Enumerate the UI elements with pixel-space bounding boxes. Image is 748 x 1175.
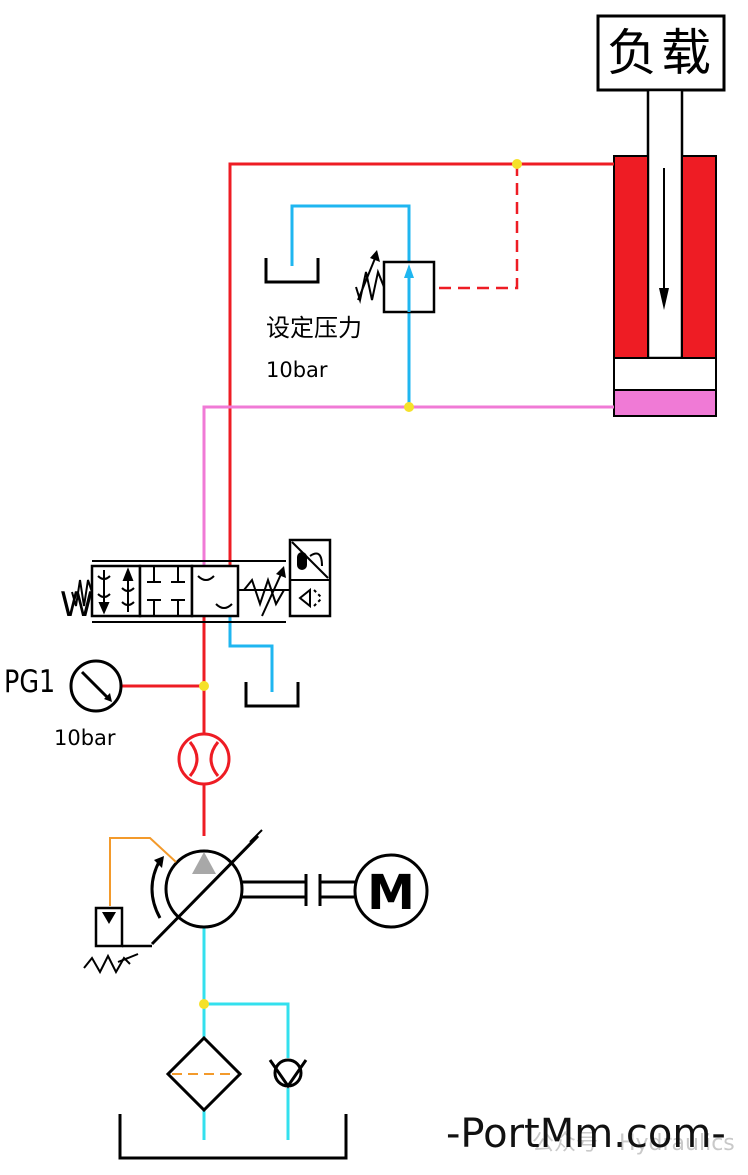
dcv-envelope-left <box>90 564 142 618</box>
relief-pressure-value: 10bar <box>266 358 328 382</box>
dcv-envelope-right <box>190 564 240 618</box>
motor-label: M <box>367 865 415 921</box>
filter <box>165 1035 243 1113</box>
flow-meter <box>177 732 231 786</box>
cylinder-wall-left <box>613 155 649 359</box>
motion-arrow-head <box>659 288 669 310</box>
suction-lines <box>202 928 290 1140</box>
relief-adjust-arrow <box>357 255 377 301</box>
junction-dot <box>404 402 414 412</box>
gauge-tag: PG1 <box>4 664 56 700</box>
reservoir <box>118 1114 348 1160</box>
piston <box>613 357 717 391</box>
variable-displacement-pump <box>150 829 306 946</box>
junction-dot <box>199 681 209 691</box>
junction-dot <box>199 999 209 1009</box>
cylinder-wall-right <box>681 155 717 359</box>
hydraulic-cylinder <box>613 88 717 417</box>
pump-compensator <box>83 906 152 975</box>
pressure-gauge <box>69 659 123 713</box>
check-valve <box>268 1058 308 1089</box>
pump-variable-arrow <box>150 834 260 946</box>
dcv-actuator <box>238 538 332 618</box>
gauge-pressure-value: 10bar <box>54 726 116 750</box>
rod-side-chamber <box>613 389 717 417</box>
watermark-faint: 公众号 · Hydraulics <box>532 1131 735 1156</box>
pump-rotation-arc <box>150 859 162 919</box>
rod-side-line <box>202 405 614 566</box>
pump-outlet-triangle <box>192 852 216 874</box>
load-label: 负载 <box>607 24 715 82</box>
junction-dots <box>199 159 522 1009</box>
electric-motor <box>353 853 429 929</box>
pump-control-line <box>109 837 177 906</box>
watermark-text: -PortMm.com- <box>446 1111 726 1157</box>
pilot-line <box>434 164 519 290</box>
load-box <box>596 14 726 92</box>
dcv-envelope-center <box>138 564 194 618</box>
relief-setting-label: 设定压力 <box>266 314 362 342</box>
dcv-return-spring <box>71 579 93 607</box>
coupling <box>304 874 356 906</box>
tank-symbol-dcv <box>244 682 300 708</box>
return-lines <box>202 204 411 692</box>
tank-symbol-top <box>264 258 320 284</box>
directional-control-valve <box>71 538 332 623</box>
relief-valve <box>355 250 436 314</box>
junction-dot <box>512 159 522 169</box>
spring-symbol-label: W <box>60 585 94 625</box>
